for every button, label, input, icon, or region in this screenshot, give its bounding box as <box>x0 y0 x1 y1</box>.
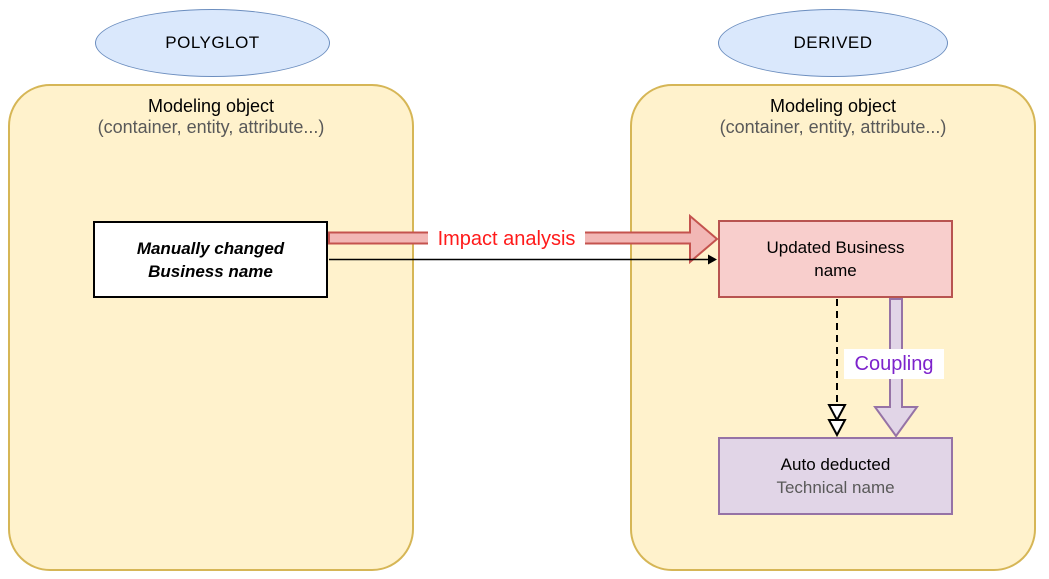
derived-badge-label: DERIVED <box>793 33 873 52</box>
left-group-subtitle: (container, entity, attribute...) <box>97 117 325 137</box>
derived-group-container: Modeling object (container, entity, attr… <box>630 84 1036 571</box>
polyglot-badge-label: POLYGLOT <box>165 33 260 52</box>
polyglot-group-container: Modeling object (container, entity, attr… <box>8 84 414 571</box>
left-group-title: Modeling object <box>147 96 275 116</box>
updated-business-line2: name <box>814 261 857 280</box>
auto-deducted-line1: Auto deducted <box>780 455 891 474</box>
manually-changed-business-name-node: Manually changed Business name <box>93 221 328 298</box>
derived-badge: DERIVED <box>718 9 948 77</box>
impact-analysis-label: Impact analysis <box>428 227 585 251</box>
updated-business-line1: Updated Business <box>766 238 905 257</box>
rename-propagation-arrowhead <box>708 254 717 265</box>
right-group-subtitle: (container, entity, attribute...) <box>719 117 947 137</box>
coupling-label: Coupling <box>844 349 944 379</box>
manually-changed-line2: Business name <box>148 261 273 281</box>
dashed-arrow-chevron-2 <box>827 419 847 438</box>
polyglot-badge: POLYGLOT <box>95 9 330 77</box>
right-group-title: Modeling object <box>769 96 897 116</box>
auto-deducted-line2: Technical name <box>776 478 895 497</box>
updated-business-name-node: Updated Business name <box>718 220 953 298</box>
auto-deducted-technical-name-node: Auto deducted Technical name <box>718 437 953 515</box>
manually-changed-line1: Manually changed <box>136 238 285 258</box>
dashed-arrow-chevron-1 <box>827 404 847 423</box>
